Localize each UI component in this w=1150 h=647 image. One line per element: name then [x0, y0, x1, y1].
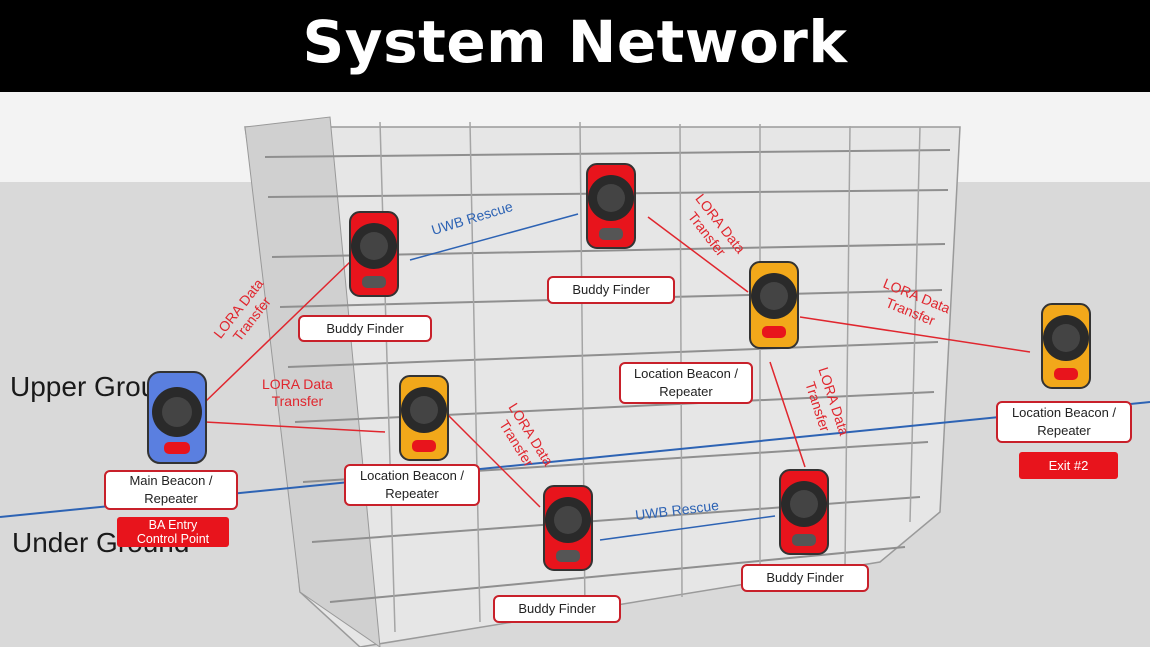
location-beacon-mid-right-label: Location Beacon / Repeater: [619, 362, 753, 404]
exit-2-tag: Exit #2: [1019, 452, 1118, 479]
main-beacon-device: [147, 371, 207, 464]
buddy-finder-top-label: Buddy Finder: [547, 276, 675, 304]
buddy-finder-upper-left-device: [349, 211, 399, 297]
location-beacon-center-device: [399, 375, 449, 461]
buddy-finder-lower-center-device: [543, 485, 593, 571]
location-beacon-mid-right-device: [749, 261, 799, 349]
buddy-finder-lower-right-label: Buddy Finder: [741, 564, 869, 592]
buddy-finder-lower-center-label: Buddy Finder: [493, 595, 621, 623]
location-beacon-exit-label: Location Beacon / Repeater: [996, 401, 1132, 443]
header-bar: System Network: [0, 0, 1150, 92]
network-diagram: Upper Ground Under Ground LORA Data Tran…: [0, 92, 1150, 647]
ba-entry-tag: BA Entry Control Point: [117, 517, 229, 547]
buddy-finder-lower-right-device: [779, 469, 829, 555]
lora-label-main-to-center: LORA Data Transfer: [262, 376, 333, 409]
location-beacon-center-label: Location Beacon / Repeater: [344, 464, 480, 506]
main-beacon-label: Main Beacon / Repeater: [104, 470, 238, 510]
buddy-finder-top-device: [586, 163, 636, 249]
buddy-finder-upper-left-label: Buddy Finder: [298, 315, 432, 342]
location-beacon-exit-device: [1041, 303, 1091, 389]
page-title: System Network: [302, 8, 848, 76]
